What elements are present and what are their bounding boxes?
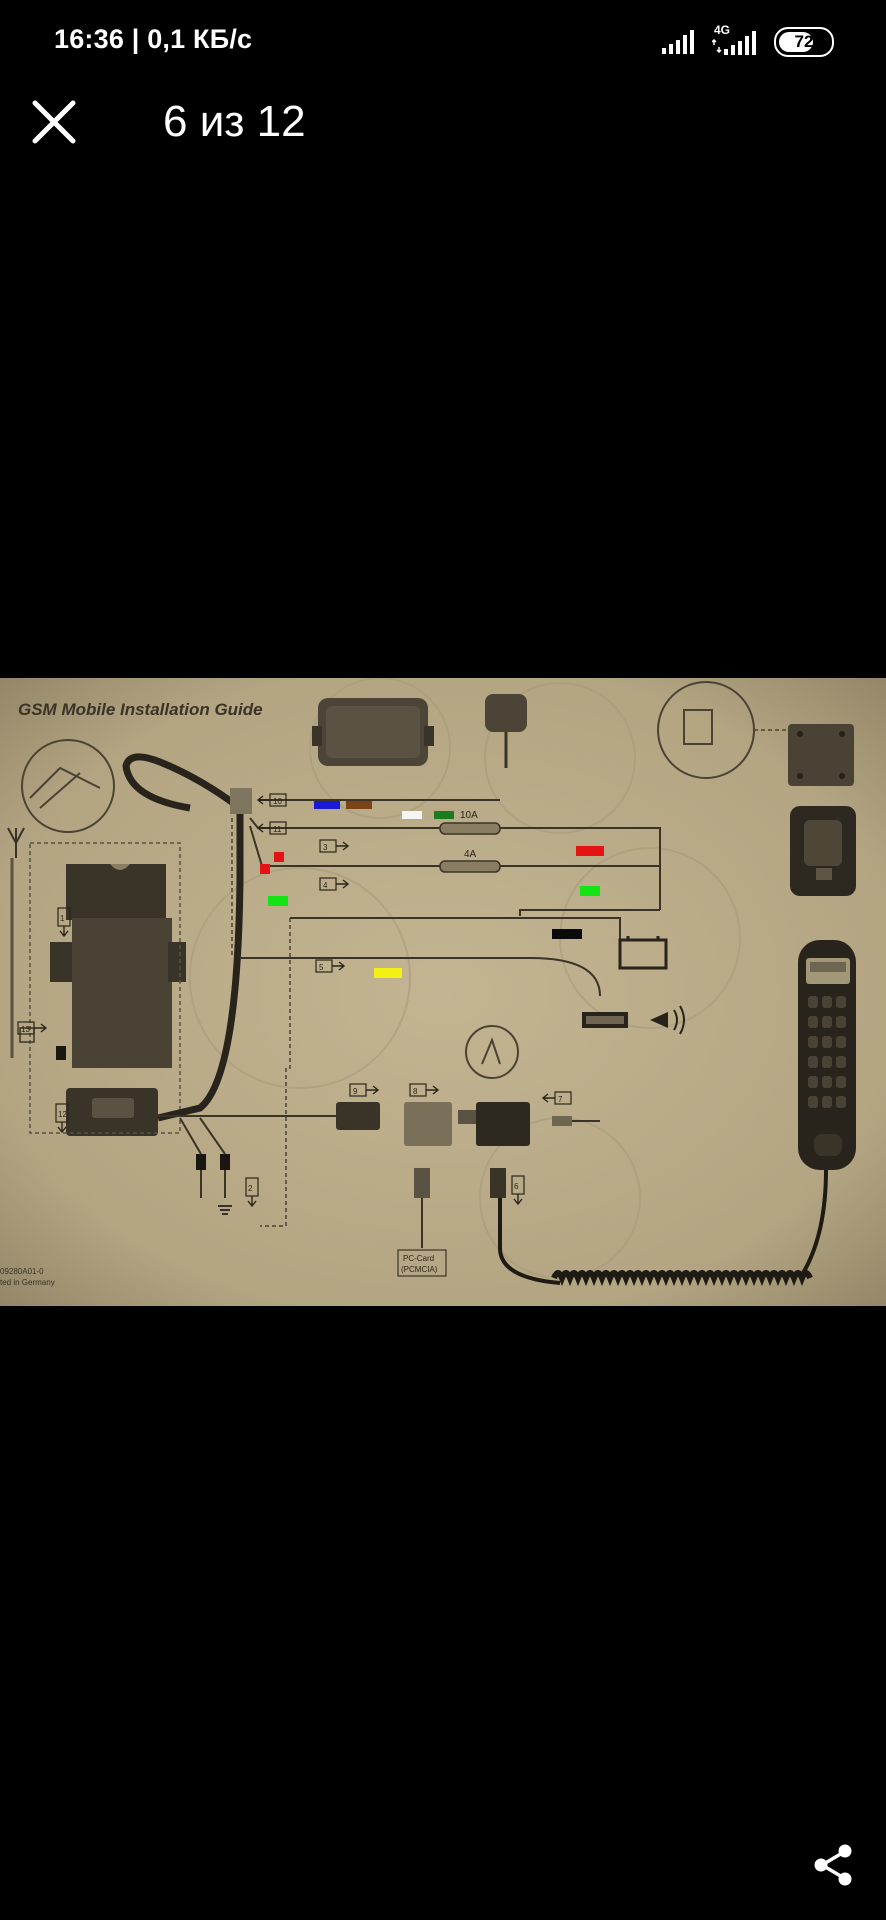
keypad-key xyxy=(822,1076,832,1088)
detail-circle-left xyxy=(21,739,115,833)
ignition-detail xyxy=(465,1025,519,1079)
connector-tag-7: 7 xyxy=(541,1091,572,1105)
keypad-key xyxy=(822,996,832,1008)
connector-number: 4 xyxy=(323,881,328,890)
guide-photo[interactable]: GSM Mobile Installation Guide xyxy=(0,677,886,1306)
connector-tag-8: 8 xyxy=(409,1083,440,1097)
status-bar: 16:36 | 0,1 КБ/с 4G 72 xyxy=(0,0,886,82)
part-number: 09280A01-0 xyxy=(0,1267,44,1276)
battery-fill xyxy=(779,32,814,52)
keypad-key xyxy=(822,1016,832,1028)
car-battery xyxy=(618,936,668,970)
transceiver-unit xyxy=(50,864,186,1136)
viewer-top-bar: 6 из 12 xyxy=(0,82,886,202)
battery-icon: 72 xyxy=(774,27,834,57)
connector-number: 12 xyxy=(58,1110,67,1119)
printed-in: ted in Germany xyxy=(0,1278,55,1287)
connector-number: 2 xyxy=(248,1184,253,1193)
pc-card-label-2: (PCMCIA) xyxy=(401,1265,438,1274)
wire-mark-red-small-2 xyxy=(260,864,270,874)
connector-number: 9 xyxy=(353,1087,358,1096)
wire-mark-red-large xyxy=(576,846,604,856)
pc-card-label: PC-Card xyxy=(403,1254,434,1263)
connector-number: 5 xyxy=(319,963,324,972)
wire-mark-brown xyxy=(346,801,372,809)
keypad-key xyxy=(808,1076,818,1088)
connector-tag-1: 1 xyxy=(57,907,71,938)
connector-tag-11: 11 xyxy=(256,821,287,835)
keypad-key xyxy=(836,1076,846,1088)
keypad-key xyxy=(836,996,846,1008)
guide-title: GSM Mobile Installation Guide xyxy=(18,700,263,719)
fuse-10a-label: 10A xyxy=(460,810,478,821)
fuse-4a-label: 4A xyxy=(464,849,477,860)
wire-mark-yellow xyxy=(374,968,402,978)
keypad-key xyxy=(836,1016,846,1028)
keypad-key xyxy=(808,1036,818,1048)
connector-tag-13: 13 xyxy=(17,1021,48,1035)
connector-tag-9: 9 xyxy=(349,1083,380,1097)
car-radio xyxy=(582,1012,628,1028)
connector-tag-12: 12 xyxy=(55,1103,69,1134)
connector-number: 1 xyxy=(60,914,65,923)
connector-tag-5: 5 xyxy=(315,959,346,973)
wire-mark-black xyxy=(552,929,582,939)
image-counter: 6 из 12 xyxy=(163,97,306,146)
handset xyxy=(798,940,856,1170)
wire-mark-white xyxy=(402,811,422,819)
connector-number: 6 xyxy=(514,1182,519,1191)
keypad-key xyxy=(808,1016,818,1028)
wire-mark-green-2 xyxy=(580,886,600,896)
coiled-cord xyxy=(551,1270,813,1287)
connector-tag-6: 6 xyxy=(511,1175,525,1206)
status-time: 16:36 | 0,1 КБ/с xyxy=(54,24,253,54)
battery-level: 72 xyxy=(794,32,814,51)
keypad-key xyxy=(836,1036,846,1048)
network-type: 4G xyxy=(714,23,731,37)
wire-mark-red-small-1 xyxy=(274,852,284,862)
share-button[interactable] xyxy=(808,1840,858,1890)
keypad-key xyxy=(822,1056,832,1068)
connector-tag-3: 3 xyxy=(319,839,350,853)
wire-mark-dark-green xyxy=(434,811,454,819)
connector-number: 11 xyxy=(273,825,282,834)
connector-number: 13 xyxy=(21,1025,30,1034)
speaker-unit xyxy=(312,698,434,766)
signal-icon xyxy=(662,30,694,54)
keypad-key xyxy=(808,1056,818,1068)
color-marks xyxy=(260,801,604,978)
connector-tag-2: 2 xyxy=(245,1177,259,1208)
status-icons: 4G 72 xyxy=(662,22,834,62)
signal-bars-icon xyxy=(724,31,756,55)
wire-mark-green-1 xyxy=(268,896,288,906)
keypad-key xyxy=(822,1036,832,1048)
phone-cradle xyxy=(788,724,856,896)
wiring-diagram: GSM Mobile Installation Guide xyxy=(0,677,886,1306)
keypad-key xyxy=(808,996,818,1008)
wire-mark-blue xyxy=(314,801,340,809)
keypad-key xyxy=(836,1056,846,1068)
keypad-key xyxy=(836,1096,846,1108)
connector-number: 3 xyxy=(323,843,328,852)
keypad-key xyxy=(808,1096,818,1108)
connector-tag-4: 4 xyxy=(319,877,350,891)
close-button[interactable] xyxy=(28,96,80,148)
connector-modules xyxy=(336,1102,600,1248)
gps-antenna xyxy=(485,694,527,768)
ground-connectors xyxy=(179,1117,232,1215)
close-icon xyxy=(32,100,76,144)
connector-number: 10 xyxy=(273,797,282,806)
keypad-key xyxy=(822,1096,832,1108)
share-icon xyxy=(814,1844,852,1886)
fuse-holders: 10A 4A xyxy=(439,810,501,873)
data-arrows-icon xyxy=(712,39,722,53)
connector-number: 7 xyxy=(558,1095,563,1104)
connector-number: 8 xyxy=(413,1087,418,1096)
horn xyxy=(650,1005,685,1035)
signal-4g-icon: 4G xyxy=(710,23,760,57)
cable-bundle xyxy=(122,753,244,1122)
connector-tag-10: 10 xyxy=(256,793,287,807)
car-antenna xyxy=(7,827,25,1058)
